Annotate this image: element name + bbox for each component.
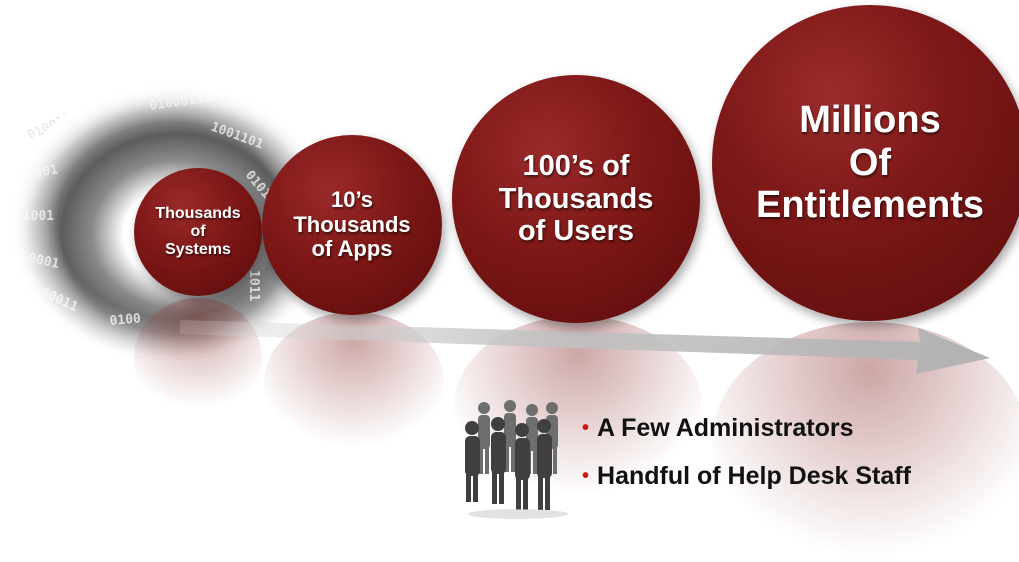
circle-line: of Apps <box>311 236 393 262</box>
circle-line: Entitlements <box>755 184 985 227</box>
bullet-list: • A Few Administrators • Handful of Help… <box>582 410 911 506</box>
systems-circle: Thousands of Systems <box>134 168 262 296</box>
circle-line: of <box>190 223 206 241</box>
entitlements-circle: Millions Of Entitlements <box>712 5 1019 321</box>
bullet-dot: • <box>582 416 590 439</box>
circle-line: of Users <box>517 215 635 248</box>
arrow-icon <box>180 320 990 374</box>
circle-line: 100’s of <box>522 150 630 183</box>
bullet-text: Handful of Help Desk Staff <box>597 461 911 490</box>
circle-line: Thousands <box>498 182 654 215</box>
list-item: • Handful of Help Desk Staff <box>582 458 911 494</box>
circle-line: Systems <box>165 240 231 258</box>
bullet-text: A Few Administrators <box>597 413 854 442</box>
users-circle: 100’s of Thousands of Users <box>452 75 700 323</box>
circle-reflection <box>134 298 262 418</box>
circle-line: Thousands <box>155 205 241 223</box>
apps-circle: 10’s Thousands of Apps <box>262 135 442 315</box>
bullet-dot: • <box>582 464 590 487</box>
circle-line: 10’s <box>330 187 373 213</box>
people-group-icon <box>465 400 568 519</box>
circle-line: Of <box>848 141 892 184</box>
circle-line: Thousands <box>293 211 411 237</box>
circle-line: Millions <box>799 99 941 142</box>
list-item: • A Few Administrators <box>582 410 911 446</box>
